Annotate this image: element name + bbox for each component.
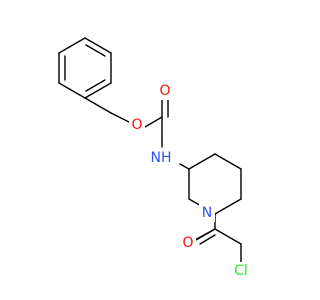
atom-label-background bbox=[146, 149, 176, 167]
bond bbox=[214, 228, 242, 245]
atom-label-cl: Cl bbox=[234, 263, 248, 279]
atom-label-background bbox=[231, 262, 251, 280]
atom-label-background bbox=[129, 116, 145, 134]
atom-label-background bbox=[157, 82, 173, 100]
atom-label-o: O bbox=[182, 235, 193, 251]
bond bbox=[179, 163, 190, 170]
bond bbox=[58, 37, 86, 54]
atom-label-background bbox=[180, 234, 196, 252]
bond bbox=[214, 153, 242, 170]
atom-label-o: O bbox=[159, 83, 170, 99]
carbonyl-double-bond bbox=[194, 228, 216, 241]
bond bbox=[58, 82, 86, 99]
aromatic-double-bond bbox=[85, 44, 106, 57]
atom-label-background bbox=[199, 204, 215, 222]
carbonyl-double-bond bbox=[199, 234, 216, 245]
atom-label-o: O bbox=[131, 117, 142, 133]
bond bbox=[84, 82, 112, 99]
bond bbox=[84, 37, 112, 54]
atom-label-nh: NH bbox=[151, 150, 172, 166]
bond bbox=[214, 198, 242, 215]
bond bbox=[110, 112, 130, 123]
aromatic-double-bond bbox=[85, 79, 106, 92]
atom-label-n: N bbox=[202, 205, 212, 221]
bond bbox=[144, 116, 163, 128]
bond bbox=[84, 97, 112, 114]
molecule-structure: O O NH N O Cl bbox=[58, 37, 251, 280]
bond bbox=[188, 153, 216, 170]
structure-canvas: O O NH N O Cl bbox=[58, 37, 251, 280]
